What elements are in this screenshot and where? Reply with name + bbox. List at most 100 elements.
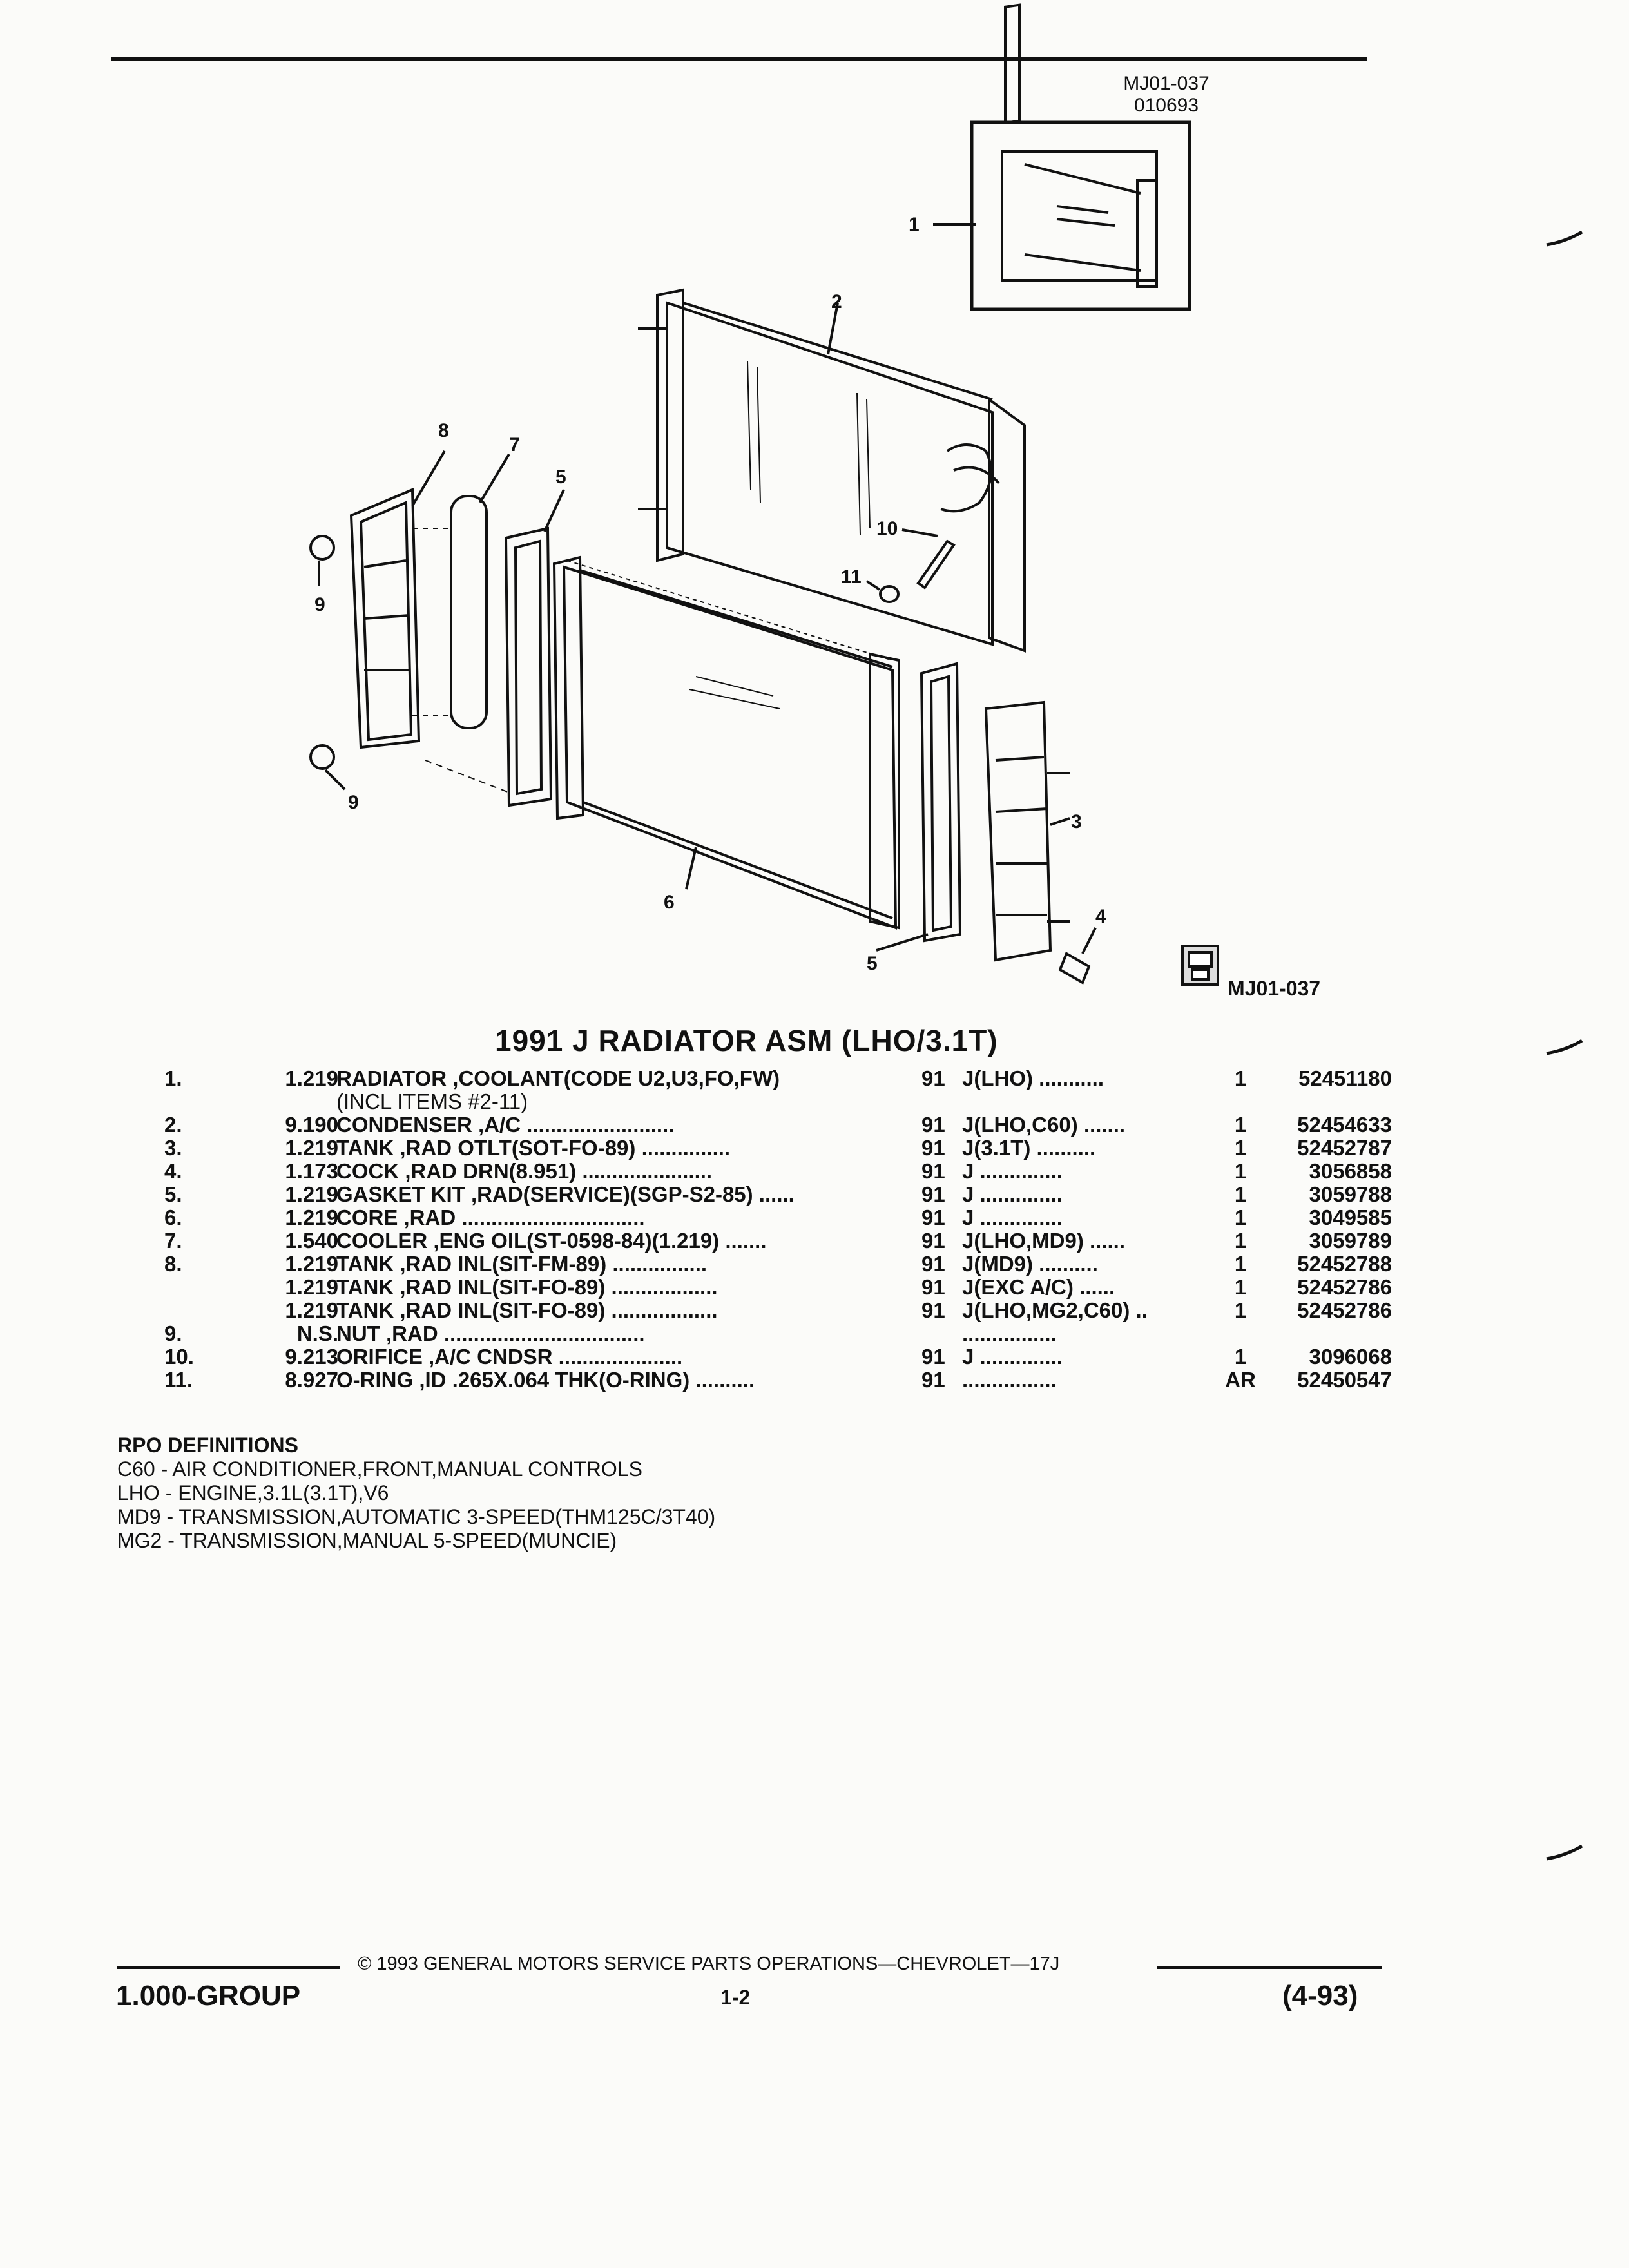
part-number-index: 7. — [164, 1229, 182, 1253]
outlet-tank — [984, 700, 1091, 985]
group-number: 1.540 — [285, 1229, 338, 1253]
part-description: CONDENSER ,A/C ......................... — [336, 1113, 675, 1137]
part-number-index: 3. — [164, 1136, 182, 1160]
model-code: J .............. — [962, 1182, 1063, 1206]
part-number: 52450547 — [1297, 1368, 1392, 1392]
inlet-tank — [309, 488, 488, 770]
quantity: 1 — [1234, 1182, 1247, 1206]
part-number: 3059789 — [1309, 1229, 1392, 1253]
part-description: CORE ,RAD ..............................… — [336, 1206, 645, 1229]
part-number: 52452786 — [1297, 1275, 1392, 1299]
footer-date: (4-93) — [1282, 1980, 1358, 2012]
rpo-def: MD9 - TRANSMISSION,AUTOMATIC 3-SPEED(THM… — [117, 1505, 716, 1528]
callout-5b: 5 — [867, 953, 878, 974]
callout-5a: 5 — [555, 466, 566, 488]
quantity: AR — [1225, 1368, 1256, 1392]
part-number-index: 11. — [164, 1368, 193, 1392]
part-number-index: 2. — [164, 1113, 182, 1137]
part-number-index: 4. — [164, 1159, 182, 1183]
part-description: ORIFICE ,A/C CNDSR ..................... — [336, 1345, 683, 1369]
pc-icon — [1181, 945, 1219, 986]
callout-4: 4 — [1095, 906, 1106, 927]
model-year: 91 — [921, 1298, 945, 1322]
model-year: 91 — [921, 1113, 945, 1137]
quantity: 1 — [1234, 1345, 1247, 1369]
rpo-def: MG2 - TRANSMISSION,MANUAL 5-SPEED(MUNCIE… — [117, 1529, 617, 1552]
group-number: 8.927 — [285, 1368, 338, 1392]
part-number-index: 6. — [164, 1206, 182, 1229]
part-number: 52452788 — [1297, 1252, 1392, 1276]
radiator-core — [552, 555, 900, 930]
part-description: COOLER ,ENG OIL(ST-0598-84)(1.219) .....… — [336, 1229, 767, 1253]
model-year: 91 — [921, 1206, 945, 1229]
model-year: 91 — [921, 1182, 945, 1206]
quantity: 1 — [1234, 1066, 1247, 1090]
model-code: J .............. — [962, 1206, 1063, 1229]
callout-10: 10 — [876, 518, 898, 539]
model-code: ................ — [962, 1321, 1057, 1345]
header-figure-code: 010693 — [1133, 95, 1199, 116]
part-description: O-RING ,ID .265X.064 THK(O-RING) .......… — [336, 1368, 755, 1392]
part-number-index: 9. — [164, 1321, 182, 1345]
model-code: J(LHO,MD9) ...... — [962, 1229, 1126, 1253]
callout-1: 1 — [909, 214, 920, 235]
callout-7: 7 — [509, 434, 520, 456]
model-year: 91 — [921, 1345, 945, 1369]
part-number: 52454633 — [1297, 1113, 1392, 1137]
model-year: 91 — [921, 1136, 945, 1160]
inset-radiator — [1001, 3, 1158, 288]
model-code: J(3.1T) .......... — [962, 1136, 1096, 1160]
rpo-heading: RPO DEFINITIONS — [117, 1434, 298, 1457]
part-description: COCK ,RAD DRN(8.951) ...................… — [336, 1159, 713, 1183]
group-number: 1.219 — [285, 1252, 338, 1276]
callout-3: 3 — [1071, 811, 1082, 832]
quantity: 1 — [1234, 1298, 1247, 1322]
part-number-index: 1. — [164, 1066, 182, 1090]
part-description: GASKET KIT ,RAD(SERVICE)(SGP-S2-85) ....… — [336, 1182, 795, 1206]
quantity: 1 — [1234, 1206, 1247, 1229]
footer-page: 1-2 — [720, 1986, 751, 2009]
part-description: TANK ,RAD INL(SIT-FM-89) ...............… — [336, 1252, 708, 1276]
group-number: 1.219 — [285, 1275, 338, 1299]
part-number: 52452786 — [1297, 1298, 1392, 1322]
part-number-index: 10. — [164, 1345, 194, 1369]
radiator-exploded-diagram: 1 2 8 7 5 10 11 9 9 3 4 6 5 MJ01-037 — [309, 3, 1320, 1000]
callout-9b: 9 — [348, 792, 359, 813]
part-number-index: 8. — [164, 1252, 182, 1276]
model-code: J(LHO,MG2,C60) .. — [962, 1298, 1148, 1322]
part-number: 52451180 — [1298, 1066, 1392, 1090]
section-title: 1991 J RADIATOR ASM (LHO/3.1T) — [495, 1024, 998, 1057]
model-year: 91 — [921, 1229, 945, 1253]
footer-copyright: © 1993 GENERAL MOTORS SERVICE PARTS OPER… — [358, 1954, 1060, 1974]
group-number: 1.219 — [285, 1136, 338, 1160]
part-description-note: (INCL ITEMS #2-11) — [336, 1090, 528, 1113]
callout-6: 6 — [664, 892, 675, 913]
model-code: J(MD9) .......... — [962, 1252, 1098, 1276]
model-code: J(EXC A/C) ...... — [962, 1275, 1115, 1299]
model-year: 91 — [921, 1066, 945, 1090]
rpo-definitions: RPO DEFINITIONS C60 - AIR CONDITIONER,FR… — [117, 1434, 715, 1553]
model-code: J .............. — [962, 1345, 1063, 1369]
footer-group: 1.000-GROUP — [116, 1980, 301, 2012]
part-number-index: 5. — [164, 1182, 182, 1206]
part-number: 52452787 — [1297, 1136, 1392, 1160]
group-number: 1.219 — [285, 1206, 338, 1229]
callout-8: 8 — [438, 420, 449, 441]
part-description: TANK ,RAD INL(SIT-FO-89) ...............… — [336, 1275, 718, 1299]
group-number: 9.213 — [285, 1345, 338, 1369]
part-description: TANK ,RAD INL(SIT-FO-89) ...............… — [336, 1298, 718, 1322]
condenser — [638, 288, 1026, 653]
model-year: 91 — [921, 1159, 945, 1183]
quantity: 1 — [1234, 1252, 1247, 1276]
part-number: 3096068 — [1309, 1345, 1392, 1369]
rpo-def: LHO - ENGINE,3.1L(3.1T),V6 — [117, 1481, 389, 1504]
